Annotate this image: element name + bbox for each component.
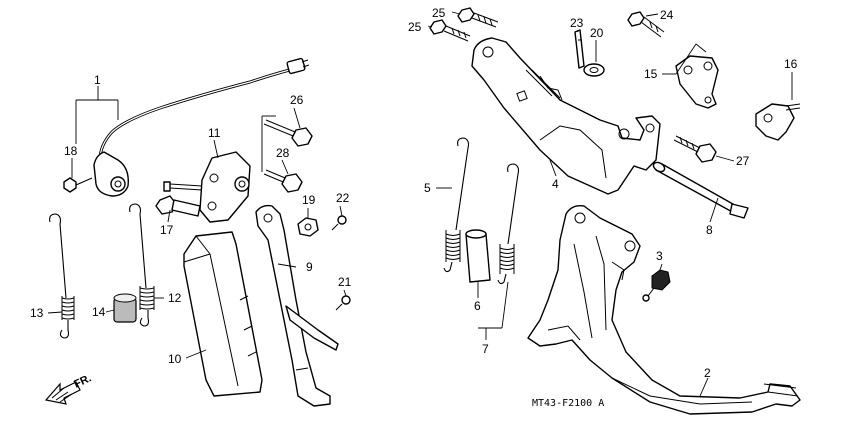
callout-17: 17 — [160, 223, 174, 237]
bolt-25-lower — [429, 19, 471, 42]
callout-21: 21 — [338, 275, 352, 289]
side-stand-cover-10 — [183, 231, 263, 397]
switch-bracket-11 — [163, 151, 251, 223]
main-stand-2 — [527, 204, 801, 415]
bracket-16 — [755, 103, 801, 141]
stopper-3 — [642, 269, 671, 302]
front-direction-arrow: FR. — [44, 372, 93, 405]
washer-20 — [583, 63, 605, 77]
nut-19 — [297, 217, 319, 237]
callout-23: 23 — [570, 16, 584, 30]
bolt-28 — [263, 169, 303, 193]
callout-5: 5 — [424, 181, 431, 195]
callout-22: 22 — [336, 191, 350, 205]
callout-15: 15 — [644, 67, 658, 81]
callout-16: 16 — [784, 57, 798, 71]
bolt-27 — [673, 135, 717, 163]
main-stand-bracket-4 — [471, 37, 661, 195]
callout-25a: 25 — [432, 6, 446, 20]
leader-lines — [47, 11, 793, 397]
spring-13 — [49, 213, 75, 339]
callout-25b: 25 — [408, 20, 422, 34]
callout-27: 27 — [736, 154, 750, 168]
bolt-25-upper — [457, 7, 499, 28]
callout-4: 4 — [552, 177, 559, 191]
spring-5 — [443, 137, 470, 273]
callout-19: 19 — [302, 193, 316, 207]
callout-numbers: 1 2 3 4 5 6 7 8 9 10 11 12 13 14 15 16 1… — [30, 6, 798, 380]
callout-3: 3 — [656, 249, 663, 263]
callout-10: 10 — [168, 352, 182, 366]
bolt-26 — [263, 119, 313, 147]
mounting-plate-15 — [675, 55, 719, 109]
screw-21 — [335, 295, 351, 311]
pivot-shaft-8 — [652, 161, 749, 219]
pivot-bolt-17 — [155, 195, 201, 217]
callout-13: 13 — [30, 306, 44, 320]
bolt-24 — [627, 11, 665, 38]
sleeve-6 — [465, 229, 491, 283]
callout-1: 1 — [94, 73, 101, 87]
bolt-18 — [63, 177, 93, 193]
callout-24: 24 — [660, 8, 674, 22]
callout-20: 20 — [590, 26, 604, 40]
callout-18: 18 — [64, 144, 78, 158]
screw-22 — [331, 215, 347, 231]
callout-2: 2 — [704, 366, 711, 380]
diagram-code: MT43-F2100 A — [532, 398, 604, 409]
side-stand-switch-cable — [93, 57, 310, 197]
callout-12: 12 — [168, 291, 182, 305]
callout-11: 11 — [208, 126, 221, 140]
callout-28: 28 — [276, 146, 290, 160]
callout-8: 8 — [706, 223, 713, 237]
callout-9: 9 — [306, 260, 313, 274]
spring-7 — [497, 163, 520, 285]
callout-26: 26 — [290, 93, 304, 107]
front-direction-label: FR. — [72, 372, 93, 390]
side-stand-9 — [255, 204, 339, 407]
callout-14: 14 — [92, 305, 106, 319]
collar-14 — [113, 293, 137, 323]
callout-7: 7 — [482, 342, 489, 356]
callout-6: 6 — [474, 299, 481, 313]
pin-23 — [574, 29, 585, 69]
